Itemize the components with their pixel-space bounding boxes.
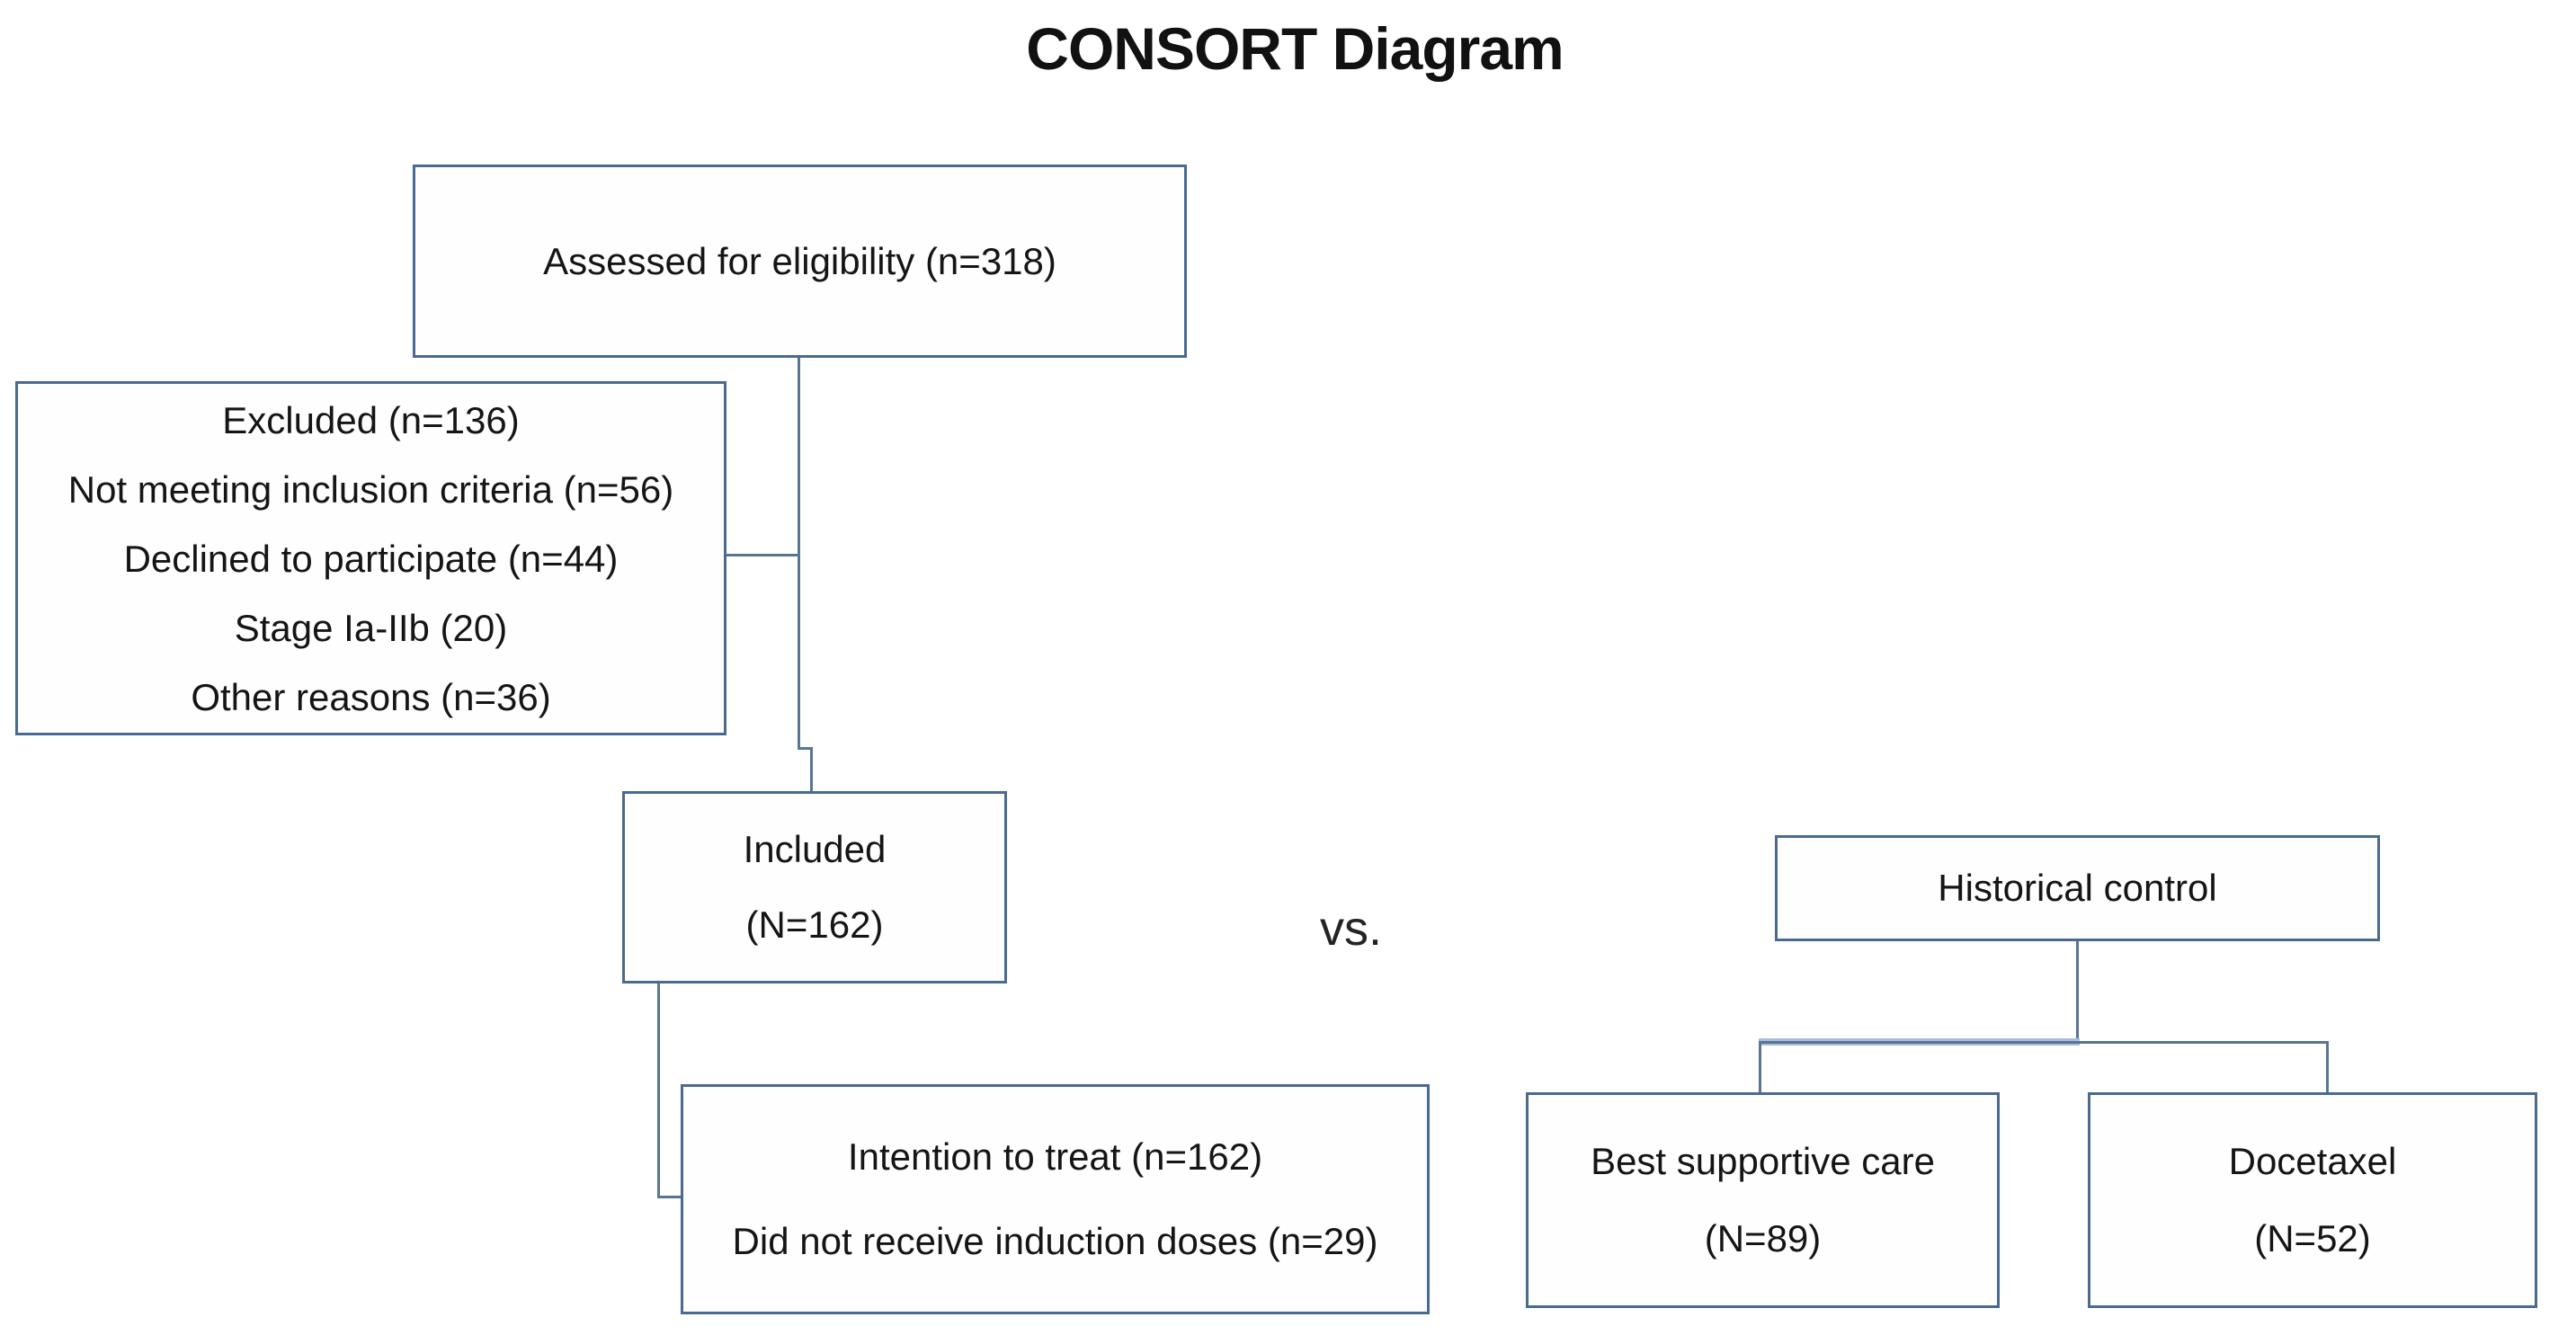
- box-included: Included (N=162): [622, 791, 1007, 984]
- box-line: Historical control: [1938, 867, 2217, 909]
- box-excluded: Excluded (n=136) Not meeting inclusion c…: [15, 381, 726, 735]
- box-line: (N=162): [745, 903, 884, 946]
- connector-excluded-horizontal: [726, 554, 800, 556]
- connector-jog-vertical: [810, 747, 813, 793]
- box-line: Declined to participate (n=44): [123, 537, 619, 580]
- box-historical-control: Historical control: [1775, 835, 2380, 941]
- vs-label: vs.: [1320, 902, 1383, 956]
- connector-docetaxel-vertical: [2326, 1041, 2329, 1094]
- box-line: Excluded (n=136): [222, 398, 520, 441]
- connector-branch-horizontal: [1759, 1041, 2329, 1044]
- box-line: (N=89): [1704, 1217, 1822, 1259]
- box-line: (N=52): [2254, 1217, 2371, 1259]
- box-line: Did not receive induction doses (n=29): [732, 1220, 1378, 1262]
- box-line: Included: [743, 828, 887, 870]
- page-title: CONSORT Diagram: [1026, 15, 1564, 82]
- connector-jog-horizontal: [798, 747, 813, 750]
- connector-intention-horizontal: [657, 1196, 683, 1198]
- connector-historical-vertical: [2076, 939, 2079, 1044]
- box-line: Docetaxel: [2228, 1140, 2397, 1182]
- box-best-supportive-care: Best supportive care (N=89): [1526, 1092, 2000, 1308]
- box-line: Not meeting inclusion criteria (n=56): [67, 467, 674, 511]
- box-line: Other reasons (n=36): [191, 675, 551, 718]
- box-intention-to-treat: Intention to treat (n=162) Did not recei…: [681, 1084, 1430, 1314]
- box-line: Stage Ia-IIb (20): [234, 606, 508, 649]
- box-docetaxel: Docetaxel (N=52): [2088, 1092, 2537, 1308]
- box-line: Assessed for eligibility (n=318): [543, 239, 1056, 282]
- box-line: Best supportive care: [1591, 1140, 1935, 1182]
- box-line: Intention to treat (n=162): [847, 1135, 1263, 1178]
- connector-best-supportive-care-vertical: [1759, 1041, 1761, 1094]
- box-assessed-for-eligibility: Assessed for eligibility (n=318): [413, 165, 1187, 358]
- connector-included-to-intention-vertical: [657, 982, 660, 1198]
